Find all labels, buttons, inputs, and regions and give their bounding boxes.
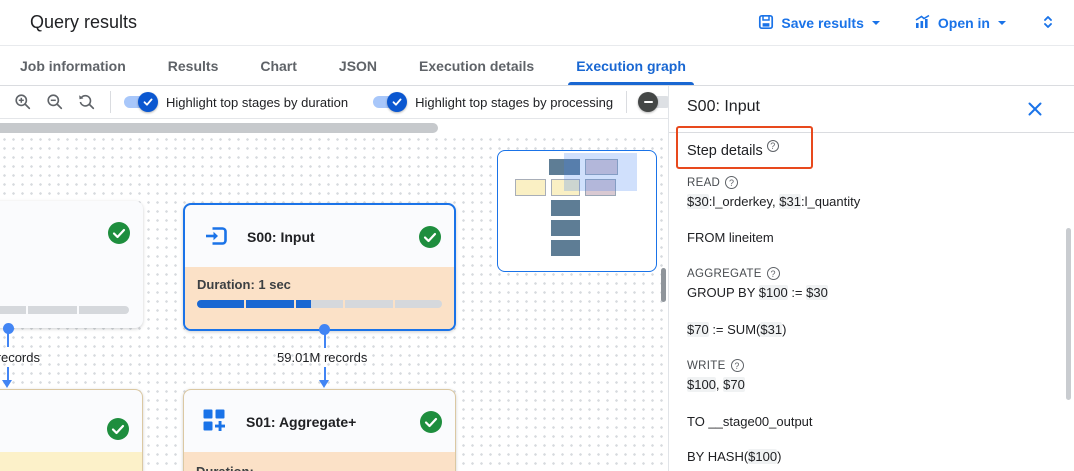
node-partial-left[interactable]: [0, 201, 143, 328]
close-button[interactable]: [1026, 100, 1044, 118]
horizontal-scrollbar[interactable]: [0, 123, 438, 133]
minimap-viewport[interactable]: [564, 153, 637, 191]
save-results-button[interactable]: Save results: [758, 14, 880, 33]
tab-bar: Job information Results Chart JSON Execu…: [0, 46, 1074, 86]
write-section-label: WRITE: [687, 359, 744, 372]
expand-collapse-button[interactable]: [1040, 13, 1056, 34]
node-processing-panel: [0, 452, 142, 471]
edge-connector-dot: [3, 323, 14, 334]
save-results-label: Save results: [781, 15, 864, 31]
edge-line: [7, 367, 9, 380]
node-header: S00: Input: [185, 205, 454, 269]
graph-minimap[interactable]: [497, 150, 657, 272]
toggle-third[interactable]: [638, 92, 674, 112]
toolbar-divider: [626, 91, 628, 113]
zoom-reset-button[interactable]: [78, 93, 96, 111]
panel-title: S00: Input: [687, 98, 760, 115]
zoom-in-button[interactable]: [14, 93, 32, 111]
edge-connector-dot: [319, 324, 330, 335]
minimap-stage-rect: [549, 159, 580, 175]
help-icon[interactable]: [766, 267, 780, 280]
toggle-thumb-check-icon: [138, 92, 158, 112]
execution-graph-canvas[interactable]: records S00: Input Duration: 1 sec: [0, 119, 668, 471]
panel-divider: [669, 132, 1074, 133]
edge-line: [324, 334, 326, 348]
step-details-panel: S00: Input Step details READ $30:l_order…: [669, 86, 1074, 471]
toggle-thumb-check-icon: [387, 92, 408, 112]
write-values-line: $100, $70: [687, 377, 745, 392]
minimap-stage-rect: [515, 179, 546, 196]
toggle-processing-label: Highlight top stages by processing: [415, 94, 614, 110]
node-s00-input[interactable]: S00: Input Duration: 1 sec: [183, 203, 456, 331]
minimap-stage-rect: [551, 220, 580, 236]
edge-left-label: records: [0, 350, 40, 365]
read-section-label: READ: [687, 176, 739, 189]
toolbar-divider: [110, 91, 111, 113]
open-in-label: Open in: [937, 15, 990, 31]
duration-bar: [0, 306, 129, 314]
graph-toolbar: Highlight top stages by duration Highlig…: [0, 86, 673, 119]
help-icon[interactable]: [730, 359, 744, 372]
toggle-highlight-processing[interactable]: [371, 92, 408, 112]
edge-arrowhead-icon: [2, 380, 12, 388]
tab-results[interactable]: Results: [167, 57, 219, 74]
duration-label: Duration: 1 sec: [197, 277, 291, 292]
minimap-stage-rect: [551, 179, 580, 196]
input-stage-icon: [203, 223, 229, 249]
node-s01-aggregate[interactable]: S01: Aggregate+ Duration:: [183, 389, 456, 471]
step-details-heading: Step details: [687, 140, 779, 159]
header-actions: Save results Open in: [758, 0, 1056, 46]
aggregate-stage-icon: [202, 408, 228, 434]
panel-left-divider: [668, 86, 669, 471]
tab-chart[interactable]: Chart: [260, 57, 297, 74]
zoom-out-button[interactable]: [46, 93, 64, 111]
node-header: S01: Aggregate+: [184, 390, 455, 454]
tab-json[interactable]: JSON: [338, 57, 378, 74]
edge-records-label: 59.01M records: [277, 350, 368, 365]
caret-down-icon: [998, 21, 1006, 25]
toggle-thumb-minus-icon: [638, 92, 659, 112]
success-check-icon: [107, 418, 129, 440]
sum-line: $70 := SUM($31): [687, 322, 787, 337]
node-duration-panel: Duration: 1 sec: [185, 267, 454, 329]
chart-icon: [914, 14, 931, 33]
toggle-duration-label: Highlight top stages by duration: [166, 94, 349, 110]
success-check-icon: [108, 222, 130, 244]
node-partial-bottom-left[interactable]: [0, 389, 143, 471]
duration-label-partial: Duration:: [196, 464, 443, 471]
help-icon[interactable]: [725, 176, 739, 189]
from-line: FROM lineitem: [687, 230, 774, 245]
minimap-stage-rect: [585, 159, 618, 175]
page-title: Query results: [30, 12, 138, 32]
toggle-highlight-duration[interactable]: [122, 92, 158, 112]
edge-arrowhead-icon: [319, 380, 329, 388]
minimap-stage-rect: [585, 179, 616, 196]
minimap-stage-rect: [551, 240, 580, 256]
edge-line: [324, 367, 326, 380]
node-duration-panel: Duration:: [184, 452, 455, 471]
panel-scrollbar[interactable]: [1066, 228, 1071, 400]
success-check-icon: [420, 411, 442, 433]
caret-down-icon: [871, 21, 880, 25]
duration-bar: [197, 300, 442, 308]
app-header: Query results Save results Open in: [0, 0, 1074, 46]
group-by-line: GROUP BY $100 := $30: [687, 285, 828, 300]
aggregate-section-label: AGGREGATE: [687, 267, 780, 280]
by-hash-line: BY HASH($100): [687, 449, 782, 464]
tab-job-information[interactable]: Job information: [20, 57, 126, 74]
node-title: S00: Input: [247, 229, 315, 245]
success-check-icon: [419, 226, 441, 248]
open-in-button[interactable]: Open in: [914, 14, 1006, 33]
unfold-icon: [1040, 13, 1056, 34]
read-values-line: $30:l_orderkey, $31:l_quantity: [687, 194, 861, 209]
edge-line: [7, 333, 9, 347]
node-title: S01: Aggregate+: [246, 414, 357, 430]
save-icon: [758, 14, 774, 33]
vertical-scrollbar[interactable]: [661, 268, 666, 302]
minimap-stage-rect: [551, 200, 580, 216]
tab-execution-graph[interactable]: Execution graph: [568, 46, 694, 85]
tab-execution-details[interactable]: Execution details: [419, 57, 535, 74]
to-line: TO __stage00_output: [687, 414, 813, 429]
help-icon[interactable]: [766, 140, 779, 152]
